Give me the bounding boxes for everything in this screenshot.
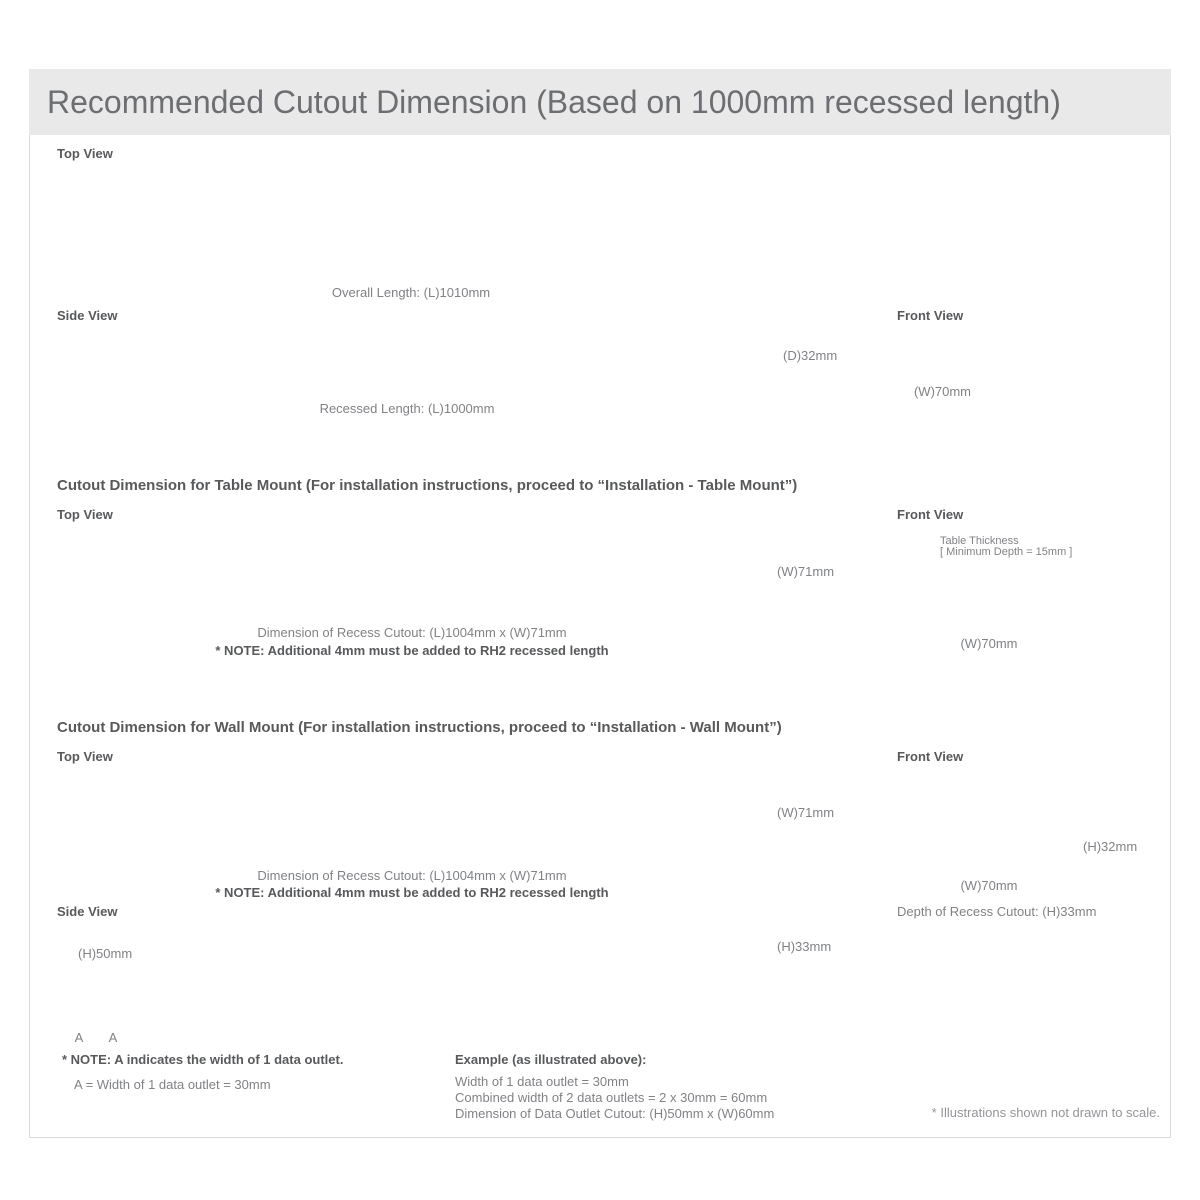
wall-mount-cutout-width-dimension: (W)71mm — [777, 805, 835, 820]
wall-mount-front-view-label: Front View — [897, 749, 964, 764]
table-mount-note: * NOTE: Additional 4mm must be added to … — [215, 643, 609, 658]
table-mount-front-width-dimension: (W)70mm — [960, 636, 1018, 651]
example-line-1: Width of 1 data outlet = 30mm — [455, 1074, 629, 1089]
example-heading: Example (as illustrated above): — [455, 1052, 647, 1067]
wall-mount-note: * NOTE: Additional 4mm must be added to … — [215, 885, 609, 900]
wall-mount-recess-height-dimension: (H)32mm — [1083, 839, 1138, 854]
scale-footnote: * Illustrations shown not drawn to scale… — [931, 1105, 1160, 1120]
depth-dimension: (D)32mm — [783, 348, 838, 363]
table-mount-heading: Cutout Dimension for Table Mount (For in… — [57, 477, 798, 494]
wall-mount-heading: Cutout Dimension for Wall Mount (For ins… — [57, 719, 782, 736]
page-title: Recommended Cutout Dimension (Based on 1… — [47, 83, 1061, 120]
table-mount-cutout-dimension: Dimension of Recess Cutout: (L)1004mm x … — [257, 625, 567, 640]
overview-front-width-dimension: (W)70mm — [913, 384, 972, 399]
title-bar: Recommended Cutout Dimension (Based on 1… — [29, 69, 1171, 135]
data-outlet-note: * NOTE: A indicates the width of 1 data … — [62, 1052, 344, 1067]
recessed-length-dimension: Recessed Length: (L)1000mm — [319, 401, 495, 416]
table-mount-cutout-width-dimension: (W)71mm — [777, 564, 835, 579]
table-mount-top-view-label: Top View — [57, 507, 113, 522]
wall-mount-cutout-dimension: Dimension of Recess Cutout: (L)1004mm x … — [257, 868, 567, 883]
sheet-border — [29, 69, 1171, 1138]
data-outlet-width-note: A = Width of 1 data outlet = 30mm — [74, 1077, 271, 1092]
data-outlet-width-marker-a1: A — [74, 1030, 84, 1045]
wall-mount-side-view-label: Side View — [57, 904, 118, 919]
example-line-2: Combined width of 2 data outlets = 2 x 3… — [455, 1090, 768, 1105]
overview-top-view-label: Top View — [57, 146, 113, 161]
example-line-3: Dimension of Data Outlet Cutout: (H)50mm… — [455, 1106, 775, 1121]
pocket-depth-dimension: (H)50mm — [78, 946, 133, 961]
step-depth-dimension: (H)33mm — [777, 939, 832, 954]
overview-side-view-label: Side View — [57, 308, 118, 323]
overview-front-view-label: Front View — [897, 308, 964, 323]
wall-mount-top-view-label: Top View — [57, 749, 113, 764]
wall-mount-front-width-dimension: (W)70mm — [960, 878, 1018, 893]
overall-length-dimension: Overall Length: (L)1010mm — [331, 285, 491, 300]
data-outlet-width-marker-a2: A — [108, 1030, 118, 1045]
depth-of-recess-cutout-label: Depth of Recess Cutout: (H)33mm — [897, 904, 1097, 919]
table-thickness-label-line2: [ Minimum Depth = 15mm ] — [940, 546, 1073, 558]
table-mount-front-view-label: Front View — [897, 507, 964, 522]
table-thickness-label-line1: Table Thickness — [940, 535, 1019, 547]
